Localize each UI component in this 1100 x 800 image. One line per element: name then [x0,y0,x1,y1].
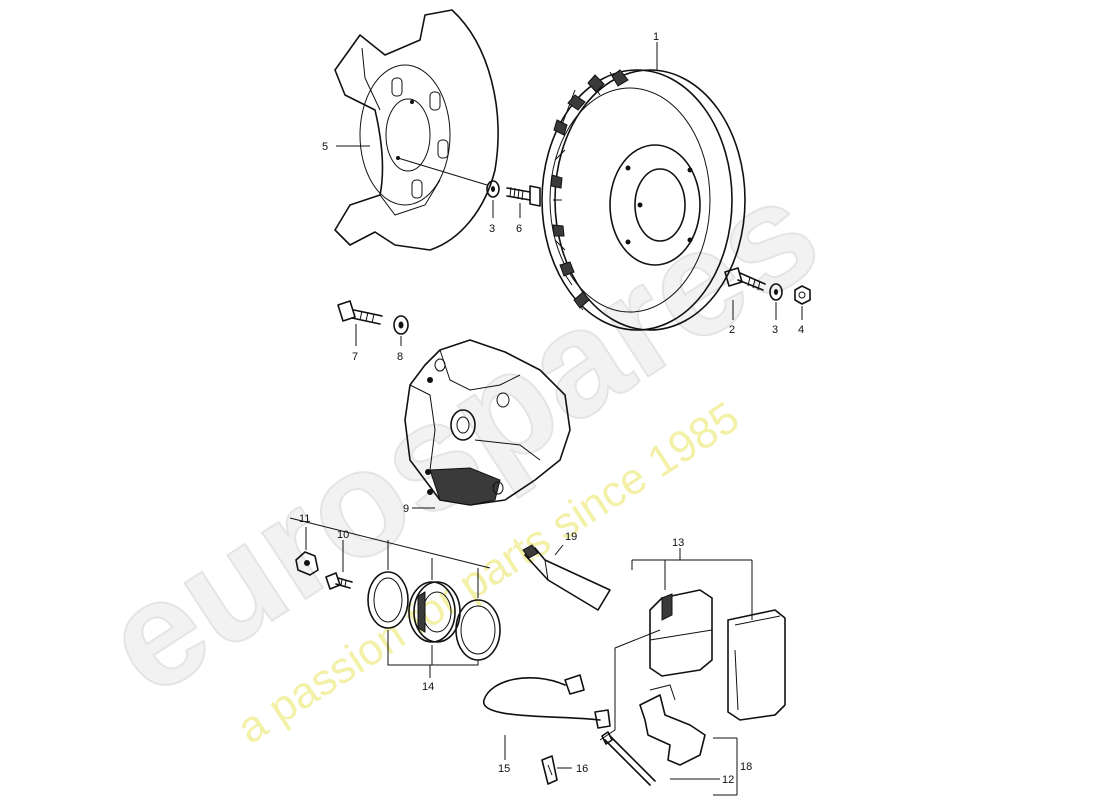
nut-4[interactable] [794,285,811,305]
callout-4: 4 [798,324,804,336]
callout-8: 8 [397,351,403,363]
callout-6: 6 [516,223,522,235]
callout-13: 13 [672,537,684,549]
bleeder-cap-11[interactable] [295,551,319,576]
callout-18: 18 [740,761,752,773]
bolt-2[interactable] [724,267,766,291]
watermark: eurospares a passion for parts since 198… [75,144,847,753]
clip-16[interactable] [541,755,558,785]
brake-caliper[interactable] [404,339,571,506]
callout-11: 11 [299,513,310,525]
grease-tube-19[interactable] [522,544,611,611]
bolt-7[interactable] [337,300,383,325]
bolt-6[interactable] [506,185,541,207]
callout-15: 15 [498,763,510,775]
callout-14: 14 [422,681,434,693]
wear-sensor-15[interactable] [483,674,611,729]
callout-numbers: 1 2 3 3 4 5 6 7 8 9 10 11 12 13 14 15 16… [299,31,804,786]
callout-19: 19 [565,531,577,543]
callout-5: 5 [322,141,328,153]
callout-7: 7 [352,351,358,363]
brake-pads-13[interactable] [649,589,786,721]
seal-kit-rings[interactable] [367,571,501,661]
pad-pin-12[interactable] [601,731,656,786]
washer-3-right[interactable] [769,283,783,301]
dust-shield[interactable] [334,9,499,251]
bleeder-screw-10[interactable] [325,572,353,590]
washer-8[interactable] [393,315,409,335]
retaining-spring-18[interactable] [639,684,706,766]
callout-16: 16 [576,763,588,775]
leader-lines [289,42,803,796]
callout-10: 10 [337,529,349,541]
callout-3: 3 [772,324,778,336]
callout-3: 3 [489,223,495,235]
brake-disc[interactable] [541,69,746,331]
washer-3-upper[interactable] [486,180,500,198]
callout-9: 9 [403,503,409,515]
callout-1: 1 [653,31,659,43]
callout-12: 12 [722,774,734,786]
callout-2: 2 [729,324,735,336]
